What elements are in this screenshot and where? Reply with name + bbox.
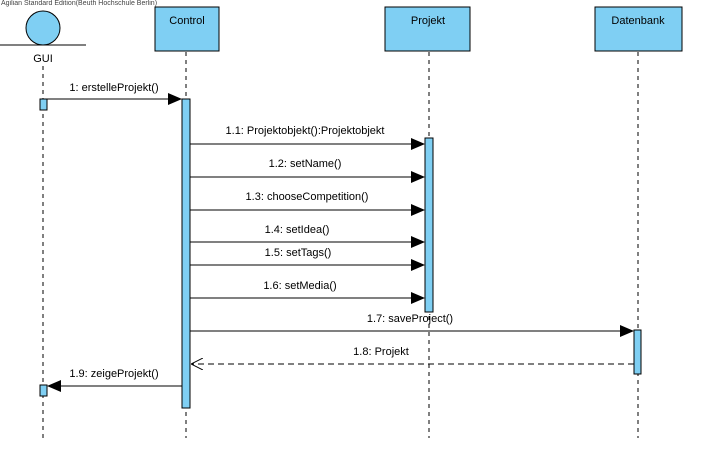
message-1-3-label: 1.3: chooseCompetition()	[246, 191, 369, 203]
message-1-6[interactable]: 1.6: setMedia()	[190, 280, 425, 304]
message-1-label: 1: erstelleProjekt()	[69, 82, 158, 94]
activation-gui-1[interactable]	[39, 98, 48, 111]
message-1-7-label: 1.7: saveProject()	[367, 313, 453, 325]
control-label: Control	[169, 15, 204, 27]
message-1-9-label: 1.9: zeigeProjekt()	[69, 368, 158, 380]
gui-label: GUI	[33, 53, 53, 65]
lifeline-projekt[interactable]: Projekt	[384, 6, 471, 52]
message-1-3[interactable]: 1.3: chooseCompetition()	[190, 191, 425, 216]
message-1-5-label: 1.5: setTags()	[265, 247, 332, 259]
activation-datenbank[interactable]	[633, 329, 642, 375]
datenbank-label: Datenbank	[611, 15, 665, 27]
message-1-2-label: 1.2: setName()	[269, 158, 342, 170]
lifeline-control[interactable]: Control	[154, 6, 220, 52]
projekt-box	[384, 6, 471, 52]
message-1-5[interactable]: 1.5: setTags()	[190, 247, 425, 271]
datenbank-box	[594, 6, 683, 52]
message-1-4-label: 1.4: setIdea()	[265, 224, 330, 236]
message-1-8[interactable]: 1.8: Projekt	[191, 346, 634, 364]
projekt-label: Projekt	[411, 15, 445, 27]
edition-watermark: Agilian Standard Edition(Beuth Hochschul…	[1, 0, 158, 7]
control-box	[154, 6, 220, 52]
message-1-9[interactable]: 1.9: zeigeProjekt()	[47, 368, 182, 392]
message-1-8-label: 1.8: Projekt	[353, 346, 409, 358]
activation-projekt[interactable]	[424, 137, 434, 313]
message-1-2[interactable]: 1.2: setName()	[190, 158, 425, 183]
gui-boundary-icon	[25, 10, 61, 46]
lifeline-gui[interactable]: GUI	[0, 10, 86, 65]
message-1-6-label: 1.6: setMedia()	[263, 280, 336, 292]
message-1[interactable]: 1: erstelleProjekt()	[47, 82, 182, 105]
lifeline-datenbank[interactable]: Datenbank	[594, 6, 683, 52]
message-1-7[interactable]: 1.7: saveProject()	[190, 313, 634, 337]
message-1-4[interactable]: 1.4: setIdea()	[190, 224, 425, 248]
message-1-1[interactable]: 1.1: Projektobjekt():Projektobjekt	[190, 125, 425, 150]
activation-gui-2[interactable]	[39, 384, 48, 397]
activation-control[interactable]	[181, 98, 191, 409]
message-1-1-label: 1.1: Projektobjekt():Projektobjekt	[226, 125, 385, 137]
